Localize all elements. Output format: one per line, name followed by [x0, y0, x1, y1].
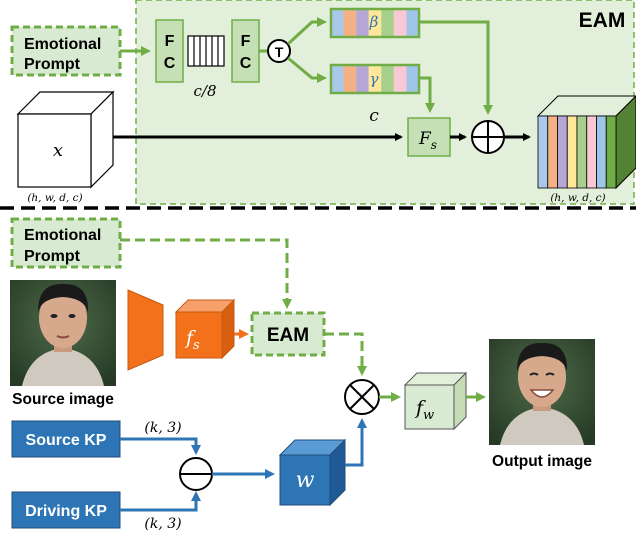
output-cube-stripe — [557, 115, 568, 189]
split-to-gamma-arrow — [287, 56, 327, 83]
kp-dims-top: (k, 3) — [144, 420, 181, 436]
output-cube-stripe — [566, 115, 578, 189]
fc2-letter-c: C — [240, 55, 252, 72]
fc1-letter-c: C — [164, 55, 176, 72]
eam-emotional-prompt-box — [10, 25, 122, 77]
stripe-segment — [356, 65, 369, 93]
stripe-segment — [331, 65, 344, 93]
output-dims-label: (h, w, d, c) — [550, 192, 605, 204]
gamma-label: γ — [370, 70, 379, 88]
split-node-symbol: T — [275, 44, 284, 60]
reduction-label: c/8 — [194, 82, 217, 100]
pipeline-emotional-prompt-line2: Prompt — [24, 248, 81, 265]
stripe-segment — [381, 9, 394, 37]
input-x-label: x — [53, 140, 63, 161]
fw-generator-cube — [403, 371, 468, 431]
eam-emotional-prompt-line2: Prompt — [24, 56, 81, 73]
stripe-segment — [381, 65, 394, 93]
stripe-segment — [393, 9, 407, 37]
source-kp-label: Source KP — [26, 432, 107, 449]
output-image-label: Output image — [492, 453, 592, 470]
fs-modulation-box — [407, 117, 451, 157]
w-to-multiply-arrow — [345, 418, 367, 467]
gamma-to-fs-arrow — [420, 76, 435, 113]
fc-block-1 — [155, 19, 184, 83]
stripe-segment — [343, 9, 357, 37]
multiply-node — [344, 379, 380, 415]
eam-panel-title: EAM — [579, 9, 626, 32]
input-dims-label: (h, w, d, c) — [27, 192, 82, 204]
fs-modulation-label: Fs — [418, 129, 437, 152]
stripe-segment — [356, 9, 369, 37]
subtract-node — [179, 457, 213, 491]
beta-label: β — [369, 13, 379, 31]
driving-kp-label: Driving KP — [25, 503, 107, 520]
fs-feature-cube — [174, 298, 236, 360]
bottleneck-vector — [187, 35, 225, 67]
w-feature-label: w — [296, 468, 315, 493]
add-node — [471, 120, 505, 154]
pipeline-emotional-prompt-box — [10, 217, 122, 269]
channel-label: c — [369, 106, 379, 126]
output-face-image — [489, 339, 595, 445]
driving-kp-box — [11, 491, 121, 529]
stripe-segment — [406, 65, 419, 93]
output-cube-stripe — [605, 115, 617, 189]
stripe-border — [329, 63, 421, 95]
stripe-segment — [368, 9, 382, 37]
output-feature-cube — [536, 95, 636, 190]
prompt-to-eam-arrow — [120, 238, 292, 309]
stripe-segment — [393, 65, 407, 93]
input-feature-cube — [16, 90, 115, 189]
output-cube-stripe — [596, 115, 607, 189]
stripe-border — [329, 7, 421, 39]
eam-emotional-prompt-line1: Emotional — [24, 36, 101, 53]
eam-to-multiply-arrow — [324, 332, 367, 376]
source-encoder — [127, 289, 164, 371]
source-face-image — [10, 280, 116, 386]
source-kp-to-subtract-arrow — [120, 437, 201, 455]
stripe-segment — [331, 9, 344, 37]
gamma-vector — [329, 63, 421, 95]
fw-generator-label: fw — [414, 397, 434, 423]
eam-module-label: EAM — [267, 325, 309, 346]
output-cube-stripe — [547, 115, 558, 189]
stripe-segment — [368, 65, 382, 93]
driving-kp-to-subtract-arrow — [120, 491, 201, 512]
fc1-letter-f: F — [165, 33, 175, 50]
beta-to-add-arrow — [420, 20, 493, 115]
fs-feature-label: fs — [184, 327, 200, 353]
source-kp-box — [11, 420, 121, 458]
beta-vector — [329, 7, 421, 39]
pipeline-emotional-prompt-line1: Emotional — [24, 227, 101, 244]
source-image-label: Source image — [12, 391, 114, 408]
kp-dims-bottom: (k, 3) — [144, 516, 181, 532]
output-cube-stripe — [537, 115, 549, 189]
stripe-segment — [343, 65, 357, 93]
fc-block-2 — [231, 19, 260, 83]
output-cube-stripe — [576, 115, 588, 189]
fc2-letter-f: F — [241, 33, 251, 50]
split-node — [267, 39, 291, 63]
output-cube-stripe — [586, 115, 597, 189]
w-feature-cube — [278, 438, 347, 507]
stripe-segment — [406, 9, 419, 37]
split-to-beta-arrow — [286, 17, 327, 46]
